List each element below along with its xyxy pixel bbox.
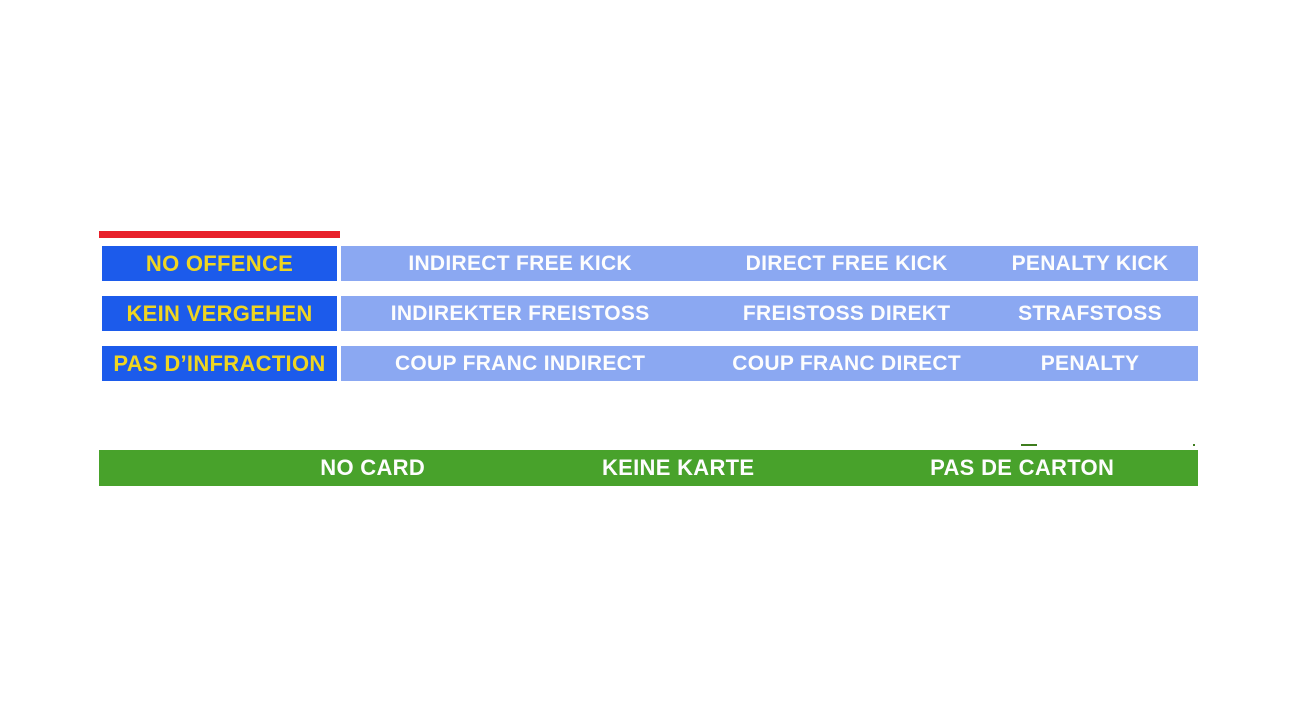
- stray-dash-fragment: [1021, 444, 1037, 446]
- no-offence-label-french: PAS D’INFRACTION: [113, 350, 326, 376]
- no-offence-cell-german: KEIN VERGEHEN: [102, 296, 337, 331]
- kick-bar-german: INDIREKTER FREISTOSS FREISTOSS DIREKT ST…: [341, 296, 1198, 331]
- freistoss-direkt-label: FREISTOSS DIREKT: [742, 301, 951, 325]
- no-offence-highlight-underline: [99, 231, 340, 238]
- offence-row-german: KEIN VERGEHEN INDIREKTER FREISTOSS FREIS…: [0, 296, 1290, 331]
- coup-franc-indirect-label: COUP FRANC INDIRECT: [394, 351, 646, 375]
- penalty-label: PENALTY: [1040, 351, 1140, 375]
- direct-free-kick-label: DIRECT FREE KICK: [745, 251, 948, 275]
- no-card-label: NO CARD: [320, 455, 426, 480]
- coup-franc-direct-label: COUP FRANC DIRECT: [732, 351, 961, 375]
- no-offence-label-german: KEIN VERGEHEN: [126, 300, 313, 326]
- no-offence-cell-french: PAS D’INFRACTION: [102, 346, 337, 381]
- strafstoss-label: STRAFSTOSS: [1018, 301, 1162, 325]
- no-card-bar: NO CARD KEINE KARTE PAS DE CARTON: [99, 450, 1198, 486]
- keine-karte-label: KEINE KARTE: [601, 455, 755, 480]
- no-offence-label-english: NO OFFENCE: [145, 250, 294, 276]
- penalty-kick-label: PENALTY KICK: [1011, 251, 1169, 275]
- indirekter-freistoss-label: INDIREKTER FREISTOSS: [390, 301, 650, 325]
- no-offence-cell-english: NO OFFENCE: [102, 246, 337, 281]
- stray-dot-fragment: [1193, 444, 1195, 446]
- pas-de-carton-label: PAS DE CARTON: [930, 455, 1115, 480]
- indirect-free-kick-label: INDIRECT FREE KICK: [408, 251, 632, 275]
- offence-row-french: PAS D’INFRACTION COUP FRANC INDIRECT COU…: [0, 346, 1290, 381]
- offence-row-english: NO OFFENCE INDIRECT FREE KICK DIRECT FRE…: [0, 246, 1290, 281]
- kick-bar-english: INDIRECT FREE KICK DIRECT FREE KICK PENA…: [341, 246, 1198, 281]
- kick-bar-french: COUP FRANC INDIRECT COUP FRANC DIRECT PE…: [341, 346, 1198, 381]
